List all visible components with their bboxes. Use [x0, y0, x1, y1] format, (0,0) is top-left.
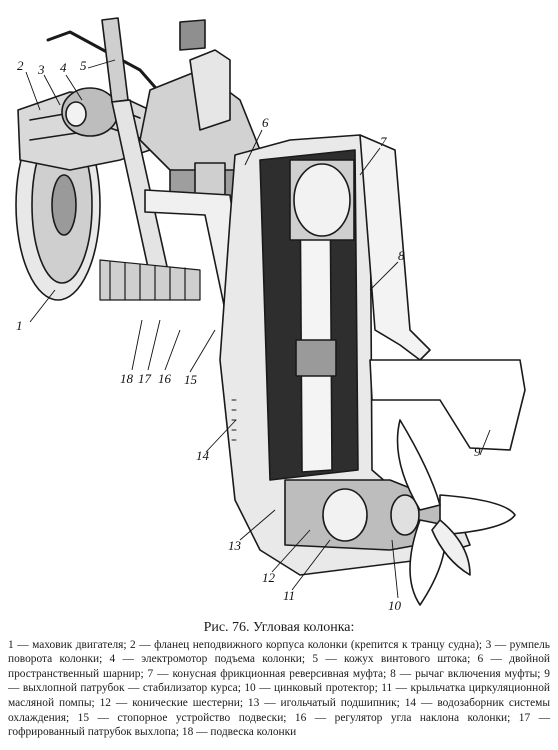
callout-9: 9	[474, 444, 481, 459]
drawing-canvas: 1 2 3 4 5 6 7 8 9 10 11 12 13 14 15 16 1…	[15, 17, 526, 613]
callout-8: 8	[398, 248, 405, 263]
callout-1: 1	[16, 318, 23, 333]
callout-4: 4	[60, 60, 67, 75]
callout-15: 15	[184, 372, 198, 387]
lower-gearbox	[284, 479, 446, 551]
upper-housing	[139, 19, 261, 176]
figure-caption: Рис. 76. Угловая колонка: 1 — маховик дв…	[8, 620, 550, 740]
callout-12: 12	[262, 570, 276, 585]
callout-10: 10	[388, 598, 402, 613]
caption-body: 1 — маховик двигателя; 2 — фланец неподв…	[8, 638, 550, 739]
callout-labels: 1 2 3 4 5 6 7 8 9 10 11 12 13 14 15 16 1…	[16, 58, 481, 613]
callout-11: 11	[283, 588, 295, 603]
column-leg	[219, 134, 471, 576]
callout-3: 3	[37, 62, 45, 77]
leader-lines	[25, 59, 491, 599]
water-intake	[231, 399, 237, 441]
bellows	[99, 259, 201, 301]
lift-motor	[61, 87, 119, 137]
callout-13: 13	[228, 538, 242, 553]
callout-2: 2	[17, 58, 24, 73]
fin	[359, 134, 431, 361]
callout-16: 16	[158, 371, 172, 386]
callout-17: 17	[138, 371, 152, 386]
exhaust-stabilizer	[369, 359, 526, 451]
callout-14: 14	[196, 448, 210, 463]
callout-7: 7	[380, 134, 387, 149]
callout-6: 6	[262, 115, 269, 130]
engineering-drawing: 1 2 3 4 5 6 7 8 9 10 11 12 13 14 15 16 1…	[15, 17, 526, 613]
propeller	[396, 419, 471, 606]
callout-5: 5	[80, 58, 87, 73]
prop-hub	[439, 494, 516, 536]
caption-title: Рис. 76. Угловая колонка:	[203, 620, 355, 635]
callout-18: 18	[120, 371, 134, 386]
